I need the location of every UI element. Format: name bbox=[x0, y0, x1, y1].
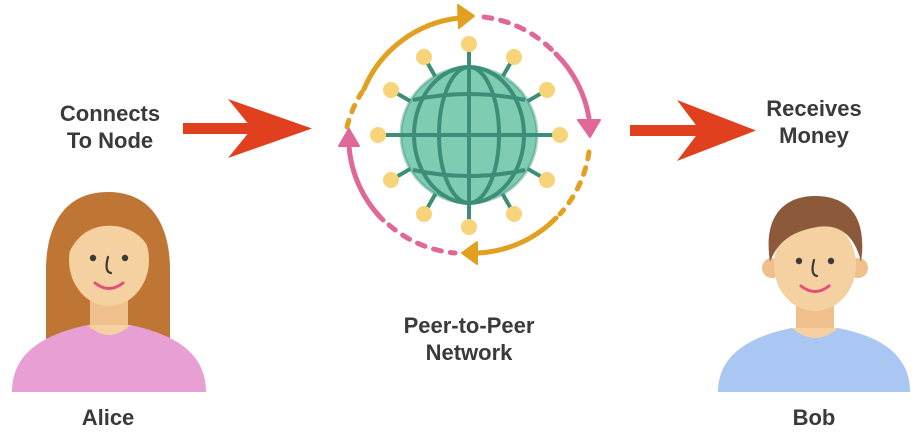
bob-name-label: Bob bbox=[792, 405, 836, 430]
bob-shirt bbox=[718, 328, 910, 392]
globe-grid bbox=[401, 65, 537, 205]
receives-line-1: Receives bbox=[766, 96, 862, 121]
cycle-arc-top-dash bbox=[344, 89, 365, 130]
alice-face bbox=[69, 214, 149, 306]
globe-network-icon bbox=[370, 36, 568, 235]
peer-to-peer-network-label: Peer-to-Peer Network bbox=[378, 313, 560, 367]
cycle-arc-right bbox=[553, 51, 592, 121]
connects-line-2: To Node bbox=[66, 127, 154, 153]
cycle-arc-left-dash bbox=[386, 222, 458, 256]
cycle-arrowhead-right bbox=[577, 119, 601, 138]
alice-hair-top bbox=[65, 204, 155, 262]
network-line-2: Network bbox=[425, 339, 513, 365]
bob-hair bbox=[768, 196, 863, 262]
cycle-arc-top bbox=[361, 15, 462, 92]
cycle-arc-bottom bbox=[475, 215, 559, 256]
alice-name-label: Alice bbox=[81, 405, 135, 430]
man-avatar-icon bbox=[718, 196, 910, 392]
cycle-arrows-icon bbox=[338, 4, 601, 265]
cycle-arc-right-dash bbox=[481, 14, 555, 53]
network-nodes bbox=[370, 36, 568, 235]
bob-face bbox=[774, 219, 856, 311]
connects-line-1: Connects bbox=[59, 101, 161, 126]
right-arrow-icon bbox=[630, 100, 756, 161]
woman-avatar-icon bbox=[12, 192, 206, 392]
alice-shirt bbox=[12, 325, 206, 392]
network-line-1: Peer-to-Peer bbox=[403, 313, 535, 338]
cycle-arrowhead-bottom bbox=[461, 241, 478, 265]
cycle-arrowhead-top bbox=[457, 4, 475, 29]
receives-line-2: Money bbox=[779, 122, 849, 148]
connects-to-node-label: Connects To Node bbox=[40, 101, 180, 155]
receives-money-label: Receives Money bbox=[744, 96, 884, 150]
left-arrow-icon bbox=[183, 99, 312, 158]
cycle-arrowhead-left bbox=[338, 128, 360, 147]
cycle-arc-bottom-dash bbox=[557, 149, 592, 217]
cycle-arc-left bbox=[346, 143, 386, 223]
